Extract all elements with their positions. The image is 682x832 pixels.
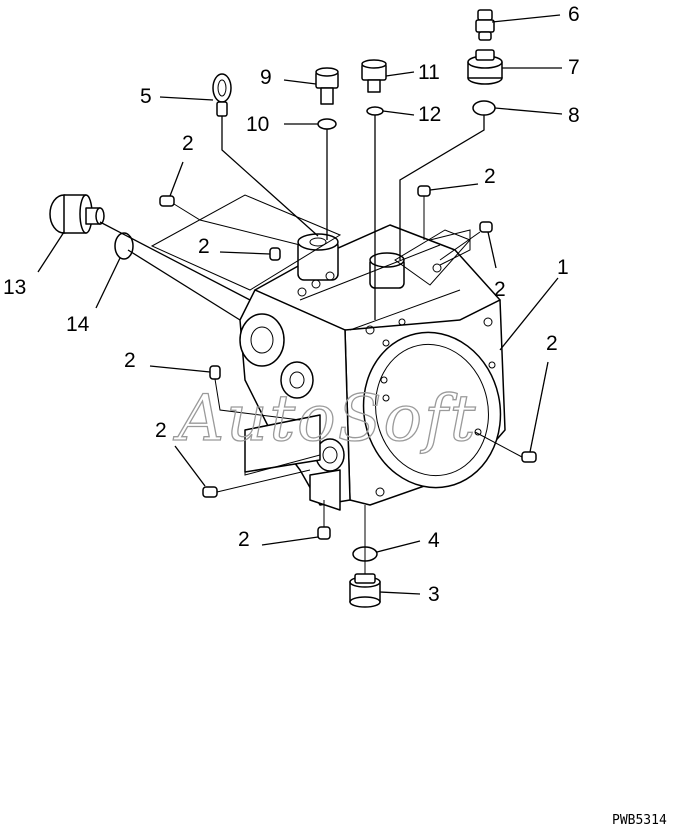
callout-9: 9 xyxy=(260,66,272,89)
part-12-o-ring xyxy=(366,106,384,116)
drawing-code: PWB5314 xyxy=(612,813,667,828)
callout-2-d: 2 xyxy=(494,278,506,301)
part-13-plug xyxy=(49,194,105,234)
part-8-o-ring xyxy=(472,100,496,116)
callout-2-e: 2 xyxy=(546,332,558,355)
callout-14: 14 xyxy=(66,313,90,336)
callout-2-g: 2 xyxy=(155,419,167,442)
part-7-plug xyxy=(467,49,503,85)
callout-4: 4 xyxy=(428,529,440,552)
callout-1: 1 xyxy=(557,256,569,279)
callout-3: 3 xyxy=(428,583,440,606)
callout-13: 13 xyxy=(3,276,26,299)
callout-2-c: 2 xyxy=(198,235,210,258)
part-14-o-ring xyxy=(114,232,134,260)
part-10-o-ring xyxy=(317,118,337,130)
callout-12: 12 xyxy=(418,103,441,126)
callout-2-a: 2 xyxy=(182,132,194,155)
part-3-plug xyxy=(349,573,381,608)
callout-2-b: 2 xyxy=(484,165,496,188)
callout-5: 5 xyxy=(140,85,152,108)
part-2-plugs xyxy=(159,185,537,540)
pump-housing xyxy=(239,224,506,511)
watermark: AutoSoft xyxy=(173,382,477,456)
part-6-nipple xyxy=(475,9,495,41)
part-11-bolt xyxy=(361,59,387,93)
callout-numbers: 6 7 8 9 10 11 12 5 13 14 1 3 4 2 2 2 2 2… xyxy=(3,3,580,606)
callout-10: 10 xyxy=(246,113,269,136)
callout-6: 6 xyxy=(568,3,580,26)
part-5-eye-bolt xyxy=(212,73,232,117)
part-9-bolt xyxy=(315,67,339,105)
callout-11: 11 xyxy=(418,61,440,84)
callout-2-f: 2 xyxy=(124,349,136,372)
callout-7: 7 xyxy=(568,56,580,79)
leader-lines xyxy=(37,14,563,595)
callout-8: 8 xyxy=(568,104,580,127)
callout-2-h: 2 xyxy=(238,528,250,551)
